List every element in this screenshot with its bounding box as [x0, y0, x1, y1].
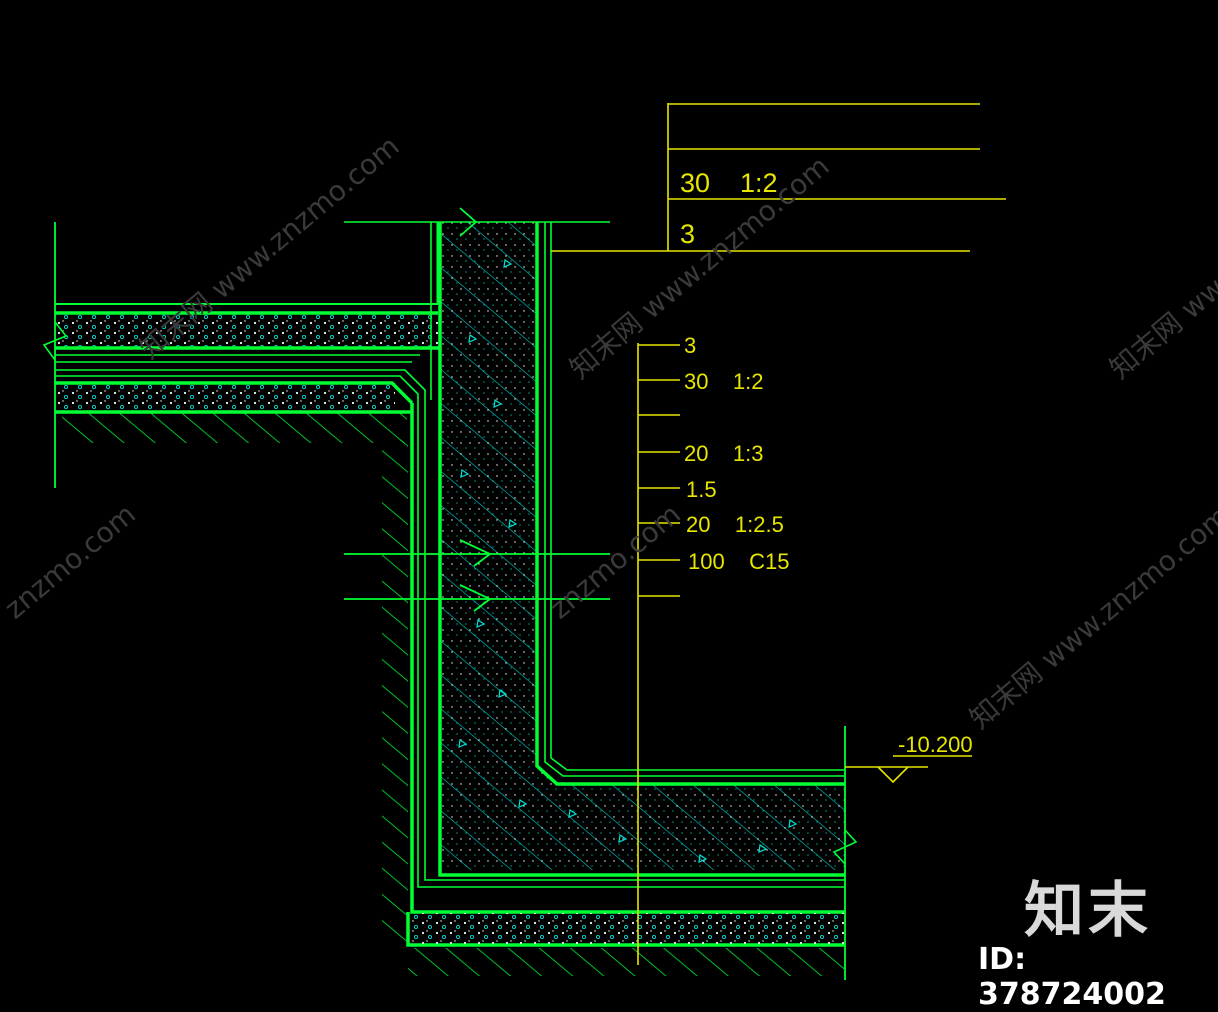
id-watermark: ID: 378724002	[978, 942, 1166, 1012]
elevation-label: -10.200	[898, 732, 973, 757]
svg-text:知末网 www.znzmo.com: 知末网 www.znzmo.com	[963, 499, 1218, 735]
logo-watermark: 知末	[1024, 876, 1152, 946]
top-label-2: 3	[680, 219, 695, 249]
layer-label-leader	[637, 343, 680, 965]
svg-text:znzmo.com: znzmo.com	[543, 497, 687, 625]
upper-slab	[42, 222, 440, 488]
svg-text:znzmo.com: znzmo.com	[0, 497, 142, 625]
top-label-1: 30 1:2	[680, 168, 778, 198]
layer-label-7: 100 C15	[688, 549, 790, 574]
layer-labels: 3 30 1:2 20 1:3 1.5 20 1:2.5 100 C15	[684, 333, 790, 574]
waterproof-layers	[55, 222, 845, 947]
svg-text:知末网 www.znzmo.com: 知末网 www.znzmo.com	[1103, 149, 1218, 385]
layer-label-4: 20 1:3	[684, 441, 764, 466]
layer-label-6: 20 1:2.5	[686, 512, 784, 537]
layer-label-5: 1.5	[686, 477, 717, 502]
elevation-marker	[845, 755, 972, 784]
soil-hatch	[382, 440, 858, 980]
concrete-wall	[344, 221, 845, 877]
top-label-group	[551, 103, 1006, 252]
layer-label-2: 30 1:2	[684, 369, 764, 394]
layer-label-1: 3	[684, 333, 696, 358]
